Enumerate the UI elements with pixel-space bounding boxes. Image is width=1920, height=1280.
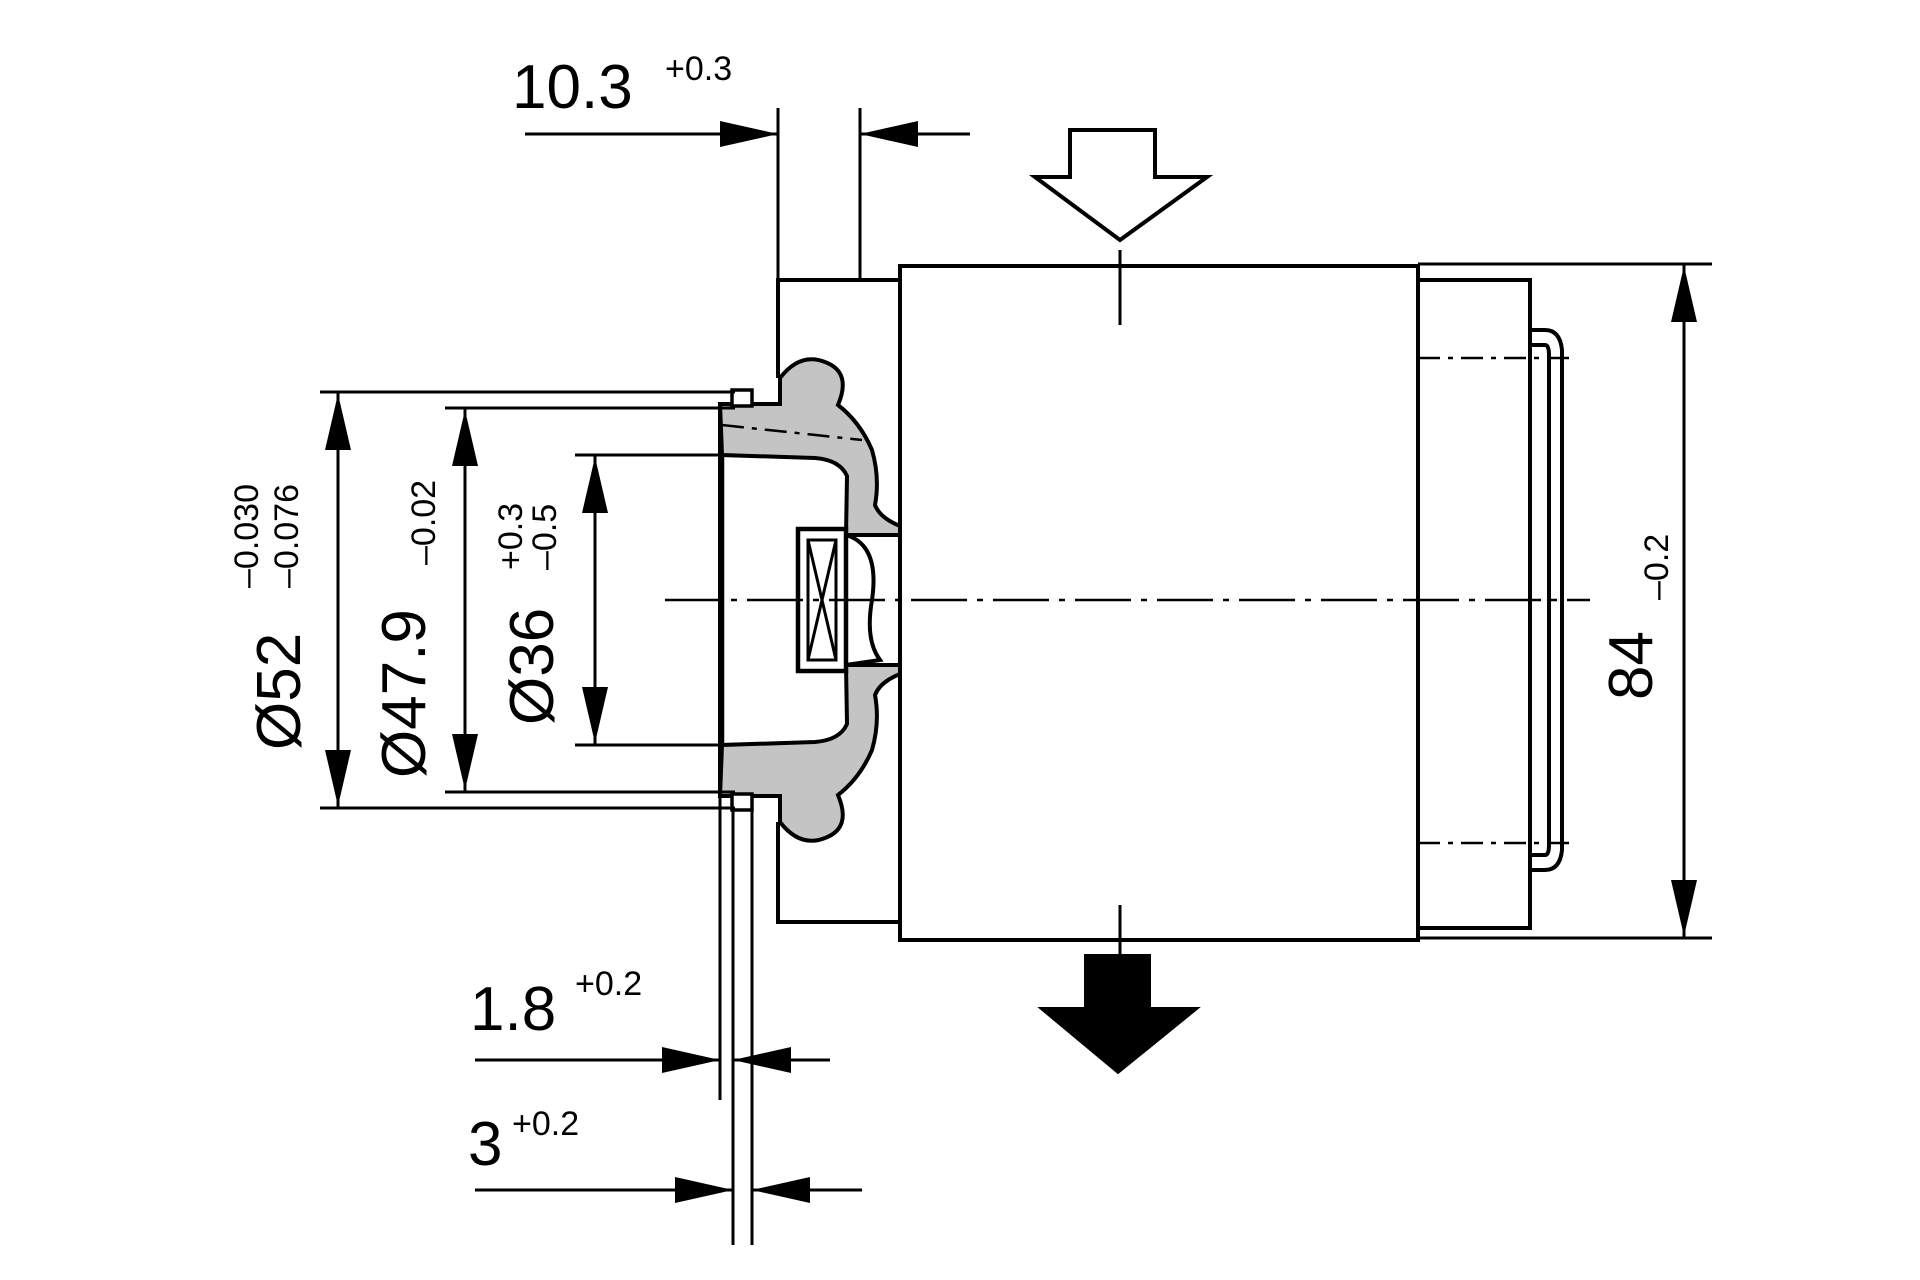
- dim-1-8-value: 1.8: [470, 975, 556, 1044]
- arrow-84-top: [1671, 266, 1697, 322]
- oring-groove-top: [730, 388, 754, 408]
- dim-d47-9-value: Ø47.9: [370, 609, 439, 778]
- flange-outline-top: [776, 278, 900, 378]
- rear-cap-inner: [1530, 343, 1551, 857]
- dim-10-3-value: 10.3: [512, 53, 633, 122]
- open-down-arrow-icon: [1028, 128, 1214, 243]
- dim-d52: Ø52 –0.030 –0.076: [228, 390, 735, 810]
- seal-cross-b: [806, 539, 838, 661]
- arrow-d47-9-bottom: [452, 734, 478, 790]
- dim-3-value: 3: [468, 1110, 502, 1179]
- arrow-d36-top: [582, 457, 608, 513]
- arrow-10-3-right: [860, 121, 918, 147]
- arrow-d52-top: [325, 394, 351, 450]
- dim-84: 84 –0.2: [1418, 262, 1712, 940]
- arrow-d47-9-top: [452, 410, 478, 466]
- front-flange: [717, 278, 902, 924]
- rear-cover: [1416, 278, 1532, 930]
- dim-10-3: 10.3 +0.3: [512, 50, 970, 278]
- arrow-d36-bottom: [582, 687, 608, 743]
- section-top: [717, 357, 902, 537]
- dim-d36-value: Ø36: [498, 608, 567, 725]
- pump-body: [898, 250, 1575, 960]
- arrow-3-right: [752, 1177, 810, 1203]
- solid-down-arrow-icon: [1037, 954, 1201, 1075]
- gear-housing: [898, 264, 1420, 942]
- dim-d47-9-tol: –0.02: [405, 480, 443, 565]
- dim-d36: Ø36 +0.3 –0.5: [492, 453, 720, 747]
- rear-cap: [1530, 328, 1564, 872]
- oring-groove-bottom: [730, 792, 754, 812]
- dim-d52-tol-upper: –0.030: [228, 484, 266, 588]
- flange-outline-bottom: [776, 822, 900, 924]
- dim-d36-tol-upper: +0.3: [492, 503, 530, 570]
- arrow-1-8-left: [662, 1047, 720, 1073]
- arrow-3-left: [675, 1177, 733, 1203]
- dim-d36-tol-lower: –0.5: [526, 504, 564, 570]
- dim-84-tol: –0.2: [1638, 534, 1676, 600]
- dim-d47-9: Ø47.9 –0.02: [370, 406, 735, 794]
- dim-1-8-tol: +0.2: [575, 965, 642, 1003]
- arrow-d52-bottom: [325, 750, 351, 806]
- dim-groove: 1.8 +0.2 3 +0.2: [468, 796, 862, 1245]
- arrow-10-3-left: [720, 121, 778, 147]
- dim-d52-value: Ø52: [245, 633, 314, 750]
- dim-10-3-tol: +0.3: [665, 50, 732, 88]
- dim-3-tol: +0.2: [512, 1105, 579, 1143]
- section-hidden-line: [721, 423, 863, 442]
- arrow-84-bottom: [1671, 880, 1697, 936]
- dim-d52-tol-lower: –0.076: [268, 484, 306, 588]
- section-bottom: [717, 663, 902, 843]
- dim-84-value: 84: [1597, 631, 1666, 700]
- arrow-1-8-right: [733, 1047, 791, 1073]
